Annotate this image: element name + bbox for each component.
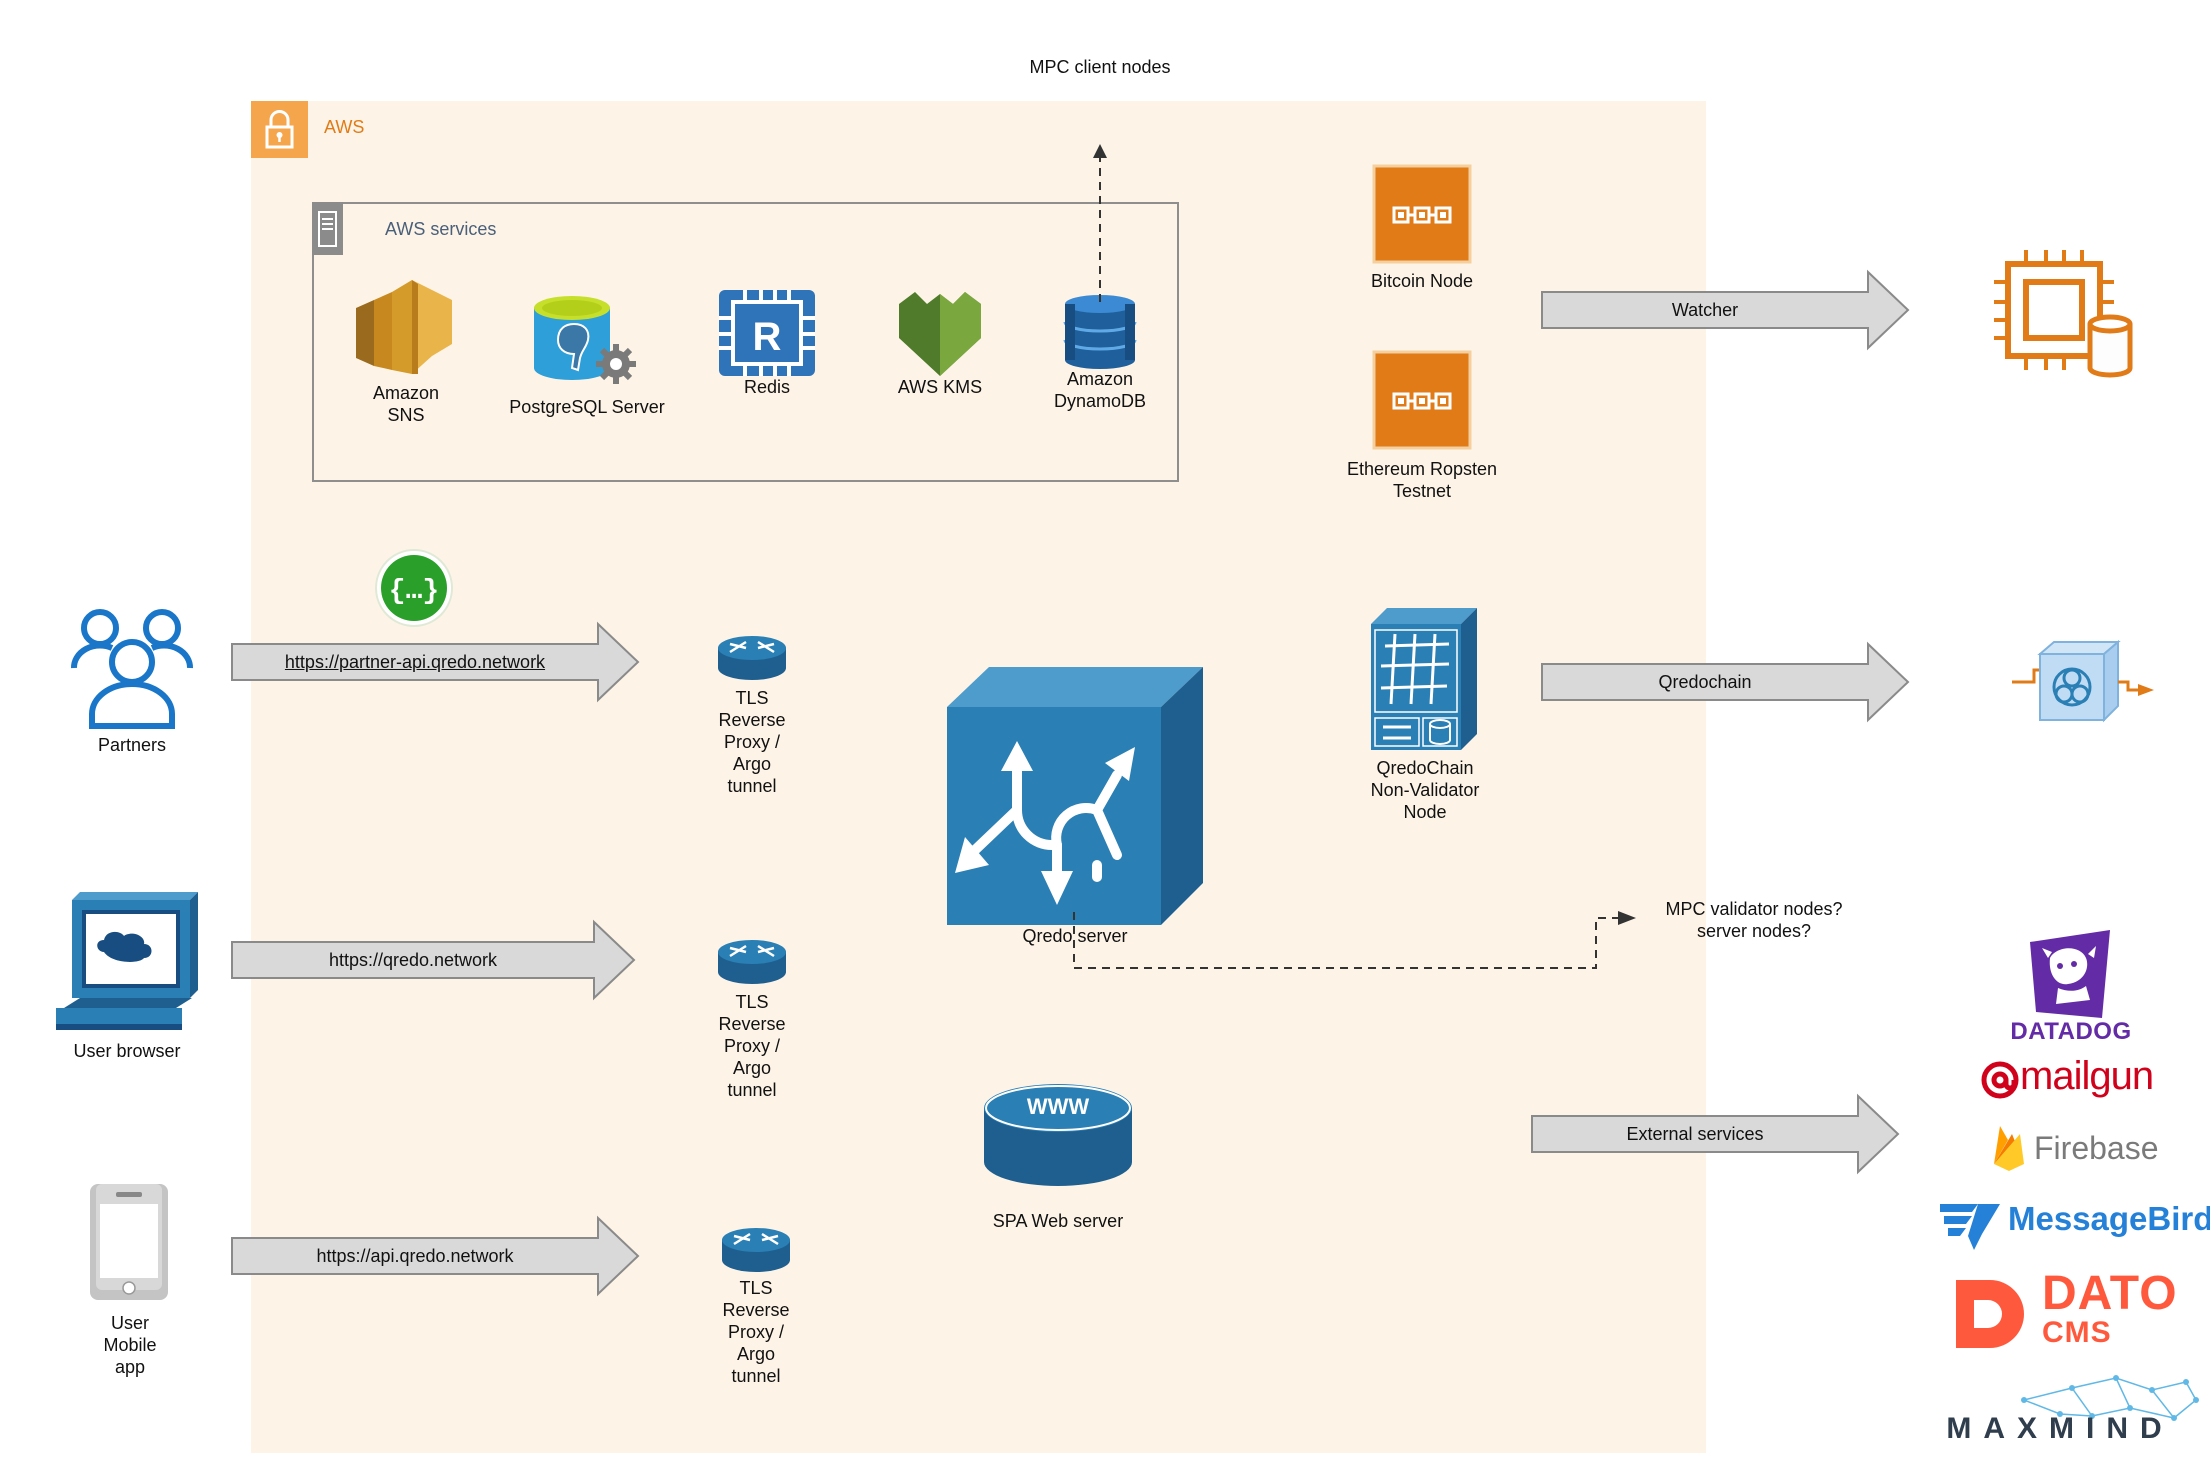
aws-kms-icon (899, 292, 981, 376)
dynamodb-icon (1063, 295, 1137, 369)
maxmind-network-icon (2021, 1375, 2199, 1421)
redis-icon: R (719, 290, 815, 376)
messagebird-icon (1940, 1204, 2000, 1250)
validator-connector (1073, 911, 1636, 969)
blockchain-cube-icon (2012, 639, 2154, 723)
aws-lock-icon (251, 101, 308, 158)
postgresql-icon (534, 296, 636, 384)
www-label: WWW (1026, 1094, 1090, 1119)
postgresql-label: PostgreSQL Server (509, 397, 665, 417)
external-services-label: External services (1626, 1124, 1764, 1144)
aws-region-label: AWS (324, 117, 365, 137)
browser-workstation-icon (56, 892, 198, 1030)
qredo-network-url: https://qredo.network (328, 950, 498, 970)
svg-text:R: R (753, 315, 782, 359)
mpc-client-connector (1093, 144, 1107, 302)
mobile-phone-icon (90, 1184, 168, 1300)
qredo-network-arrow (231, 919, 636, 1001)
www-server-icon (984, 1084, 1132, 1186)
router-icon (722, 1228, 790, 1272)
partners-label: Partners (97, 735, 167, 755)
dato-logo-text: DATO (2042, 1267, 2178, 1320)
ethereum-node-icon (1372, 350, 1472, 450)
qredochain-node-icon (1371, 608, 1477, 750)
ec2-database-icon (1994, 250, 2134, 378)
user-browser-label: User browser (73, 1041, 181, 1061)
aws-kms-label: AWS KMS (897, 377, 983, 397)
partner-api-url[interactable]: https://partner-api.qredo.network (284, 652, 546, 672)
firebase-flame-icon (1994, 1126, 2024, 1171)
aws-services-group (312, 202, 1179, 482)
partner-api-arrow (231, 621, 640, 703)
bitcoin-node-label: Bitcoin Node (1370, 271, 1474, 291)
router-icon (718, 940, 786, 984)
qredochain-arrow (1541, 641, 1910, 723)
router-icon (718, 636, 786, 680)
datadog-logo-icon (2030, 930, 2110, 1018)
qredo-server-label: Qredo server (1022, 926, 1128, 946)
qredo-server-icon (947, 667, 1203, 925)
messagebird-logo-text: MessageBird (2008, 1200, 2210, 1237)
qredochain-label: Qredochain (1658, 672, 1752, 692)
partners-icon (70, 609, 194, 729)
bitcoin-node-icon (1372, 164, 1472, 264)
redis-label: Redis (743, 377, 791, 397)
spa-web-server-label: SPA Web server (992, 1211, 1124, 1231)
server-rack-icon (312, 202, 343, 255)
cms-logo-text: CMS (2042, 1316, 2112, 1349)
datocms-icon (1956, 1280, 2024, 1348)
svg-text:{…}: {…} (389, 576, 439, 607)
aws-services-label: AWS services (385, 219, 497, 239)
api-qredo-arrow (231, 1215, 640, 1297)
datadog-logo-text: DATADOG (2010, 1018, 2132, 1045)
external-services-arrow (1531, 1093, 1900, 1175)
firebase-logo-text: Firebase (2034, 1130, 2159, 1166)
api-qredo-url: https://api.qredo.network (316, 1246, 514, 1266)
api-gateway-icon: {…} (375, 549, 453, 627)
maxmind-logo-text: MAXMIND (1946, 1412, 2174, 1445)
mailgun-at-icon (1981, 1061, 2019, 1099)
amazon-sns-icon (356, 280, 452, 374)
mpc-validator-label: MPC validator nodes?server nodes? (1665, 899, 1843, 941)
watcher-label: Watcher (1671, 300, 1739, 320)
diagram-title: MPC client nodes (1029, 57, 1171, 77)
mailgun-logo-text: mailgun (2020, 1054, 2154, 1098)
watcher-arrow (1541, 269, 1910, 351)
